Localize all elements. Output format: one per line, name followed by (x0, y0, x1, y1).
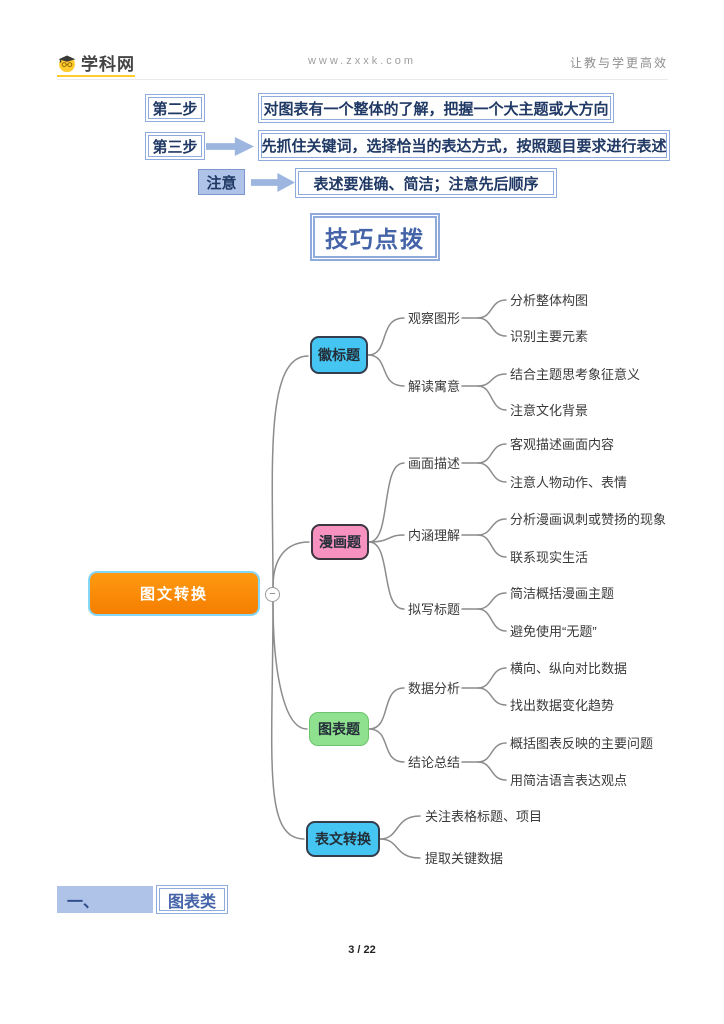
mindmap-leaf: 概括图表反映的主要问题 (510, 736, 654, 752)
mindmap-leaf: 客观描述画面内容 (510, 437, 615, 453)
mindmap-subtopic: 解读寓意 (408, 379, 461, 395)
mindmap-root-node: 图文转换 (88, 571, 260, 616)
mindmap-leaf: 用简洁语言表达观点 (510, 773, 628, 789)
mindmap-subtopic: 观察图形 (408, 311, 461, 327)
mindmap-subtopic: 内涵理解 (408, 528, 461, 544)
mindmap-leaf: 结合主题思考象征意义 (510, 367, 641, 383)
mindmap-leaf: 避免使用“无题” (510, 624, 597, 640)
step-label-box: 第二步 (145, 94, 205, 122)
mindmap-branch-node: 徽标题 (310, 336, 368, 374)
mindmap-leaf: 关注表格标题、项目 (425, 809, 543, 825)
scholar-logo-icon (57, 53, 77, 73)
header-divider (57, 79, 668, 80)
mindmap-leaf: 联系现实生活 (510, 550, 589, 566)
mindmap-branch-node: 表文转换 (306, 821, 380, 857)
mindmap-leaf: 分析漫画讽刺或赞扬的现象 (510, 512, 667, 528)
mindmap-leaf: 识别主要元素 (510, 329, 589, 345)
bottom-heading-number: 一、 (57, 886, 153, 913)
header-slogan: 让教与学更高效 (569, 56, 668, 70)
step-text-box: 先抓住关键词，选择恰当的表达方式，按照题目要求进行表述 (258, 130, 670, 161)
mindmap-leaf: 分析整体构图 (510, 293, 589, 309)
mindmap-subtopic: 结论总结 (408, 755, 461, 771)
mindmap-subtopic: 画面描述 (408, 456, 461, 472)
logo-underline (57, 75, 135, 77)
logo-text: 学科网 (81, 55, 135, 74)
site-logo: 学科网 (57, 50, 135, 75)
step-label-box: 第三步 (145, 132, 205, 160)
mindmap-leaf: 找出数据变化趋势 (510, 698, 615, 714)
collapse-minus-icon: − (265, 587, 280, 602)
site-url: www.zxxk.com (307, 55, 417, 67)
mindmap-leaf: 注意人物动作、表情 (510, 475, 628, 491)
mindmap-leaf: 简洁概括漫画主题 (510, 586, 615, 602)
step-text-box: 对图表有一个整体的了解，把握一个大主题或大方向 (258, 93, 614, 123)
mindmap-branch-node: 图表题 (309, 712, 369, 746)
bottom-heading-title-box: 图表类 (156, 885, 229, 914)
mindmap-subtopic: 拟写标题 (408, 602, 461, 618)
mindmap-leaf: 注意文化背景 (510, 403, 589, 419)
mindmap-branch-node: 漫画题 (311, 524, 369, 560)
step-text-box: 表述要准确、简洁；注意先后顺序 (295, 168, 557, 198)
mindmap-subtopic: 数据分析 (408, 681, 461, 697)
step-label-box: 注意 (198, 169, 245, 195)
section-title: 技巧点拨 (310, 213, 440, 261)
mindmap-leaf: 横向、纵向对比数据 (510, 661, 628, 677)
page-indicator: 3 / 22 (348, 944, 376, 956)
mindmap-leaf: 提取关键数据 (425, 851, 504, 867)
